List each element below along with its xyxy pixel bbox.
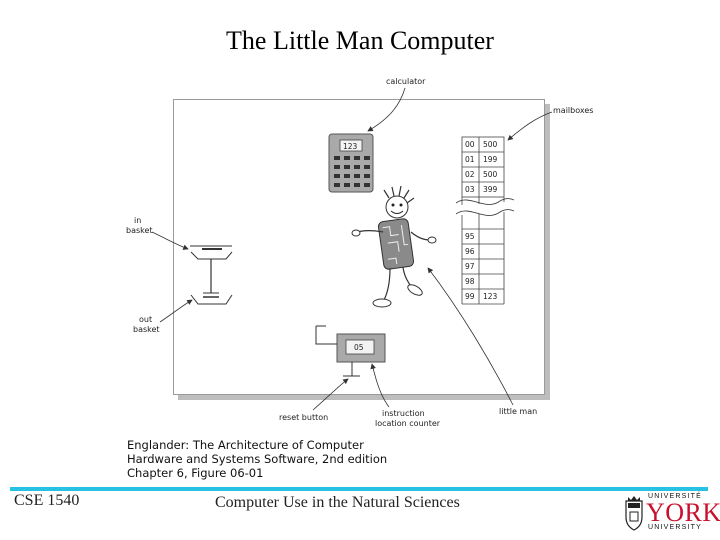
mailbox-addr: 96 xyxy=(465,247,475,256)
reset-button-arrow xyxy=(312,378,349,411)
instruction-counter-icon: 05 xyxy=(315,325,386,377)
mailboxes-label: mailboxes xyxy=(553,106,593,115)
out-basket-label-line2: basket xyxy=(133,325,160,334)
reset-button-label: reset button xyxy=(279,413,328,422)
in-basket-arrow xyxy=(151,231,189,250)
instruction-counter-label-line2: location counter xyxy=(375,419,441,428)
caption-line: Chapter 6, Figure 06-01 xyxy=(127,466,264,480)
instruction-counter-display: 05 xyxy=(354,343,364,352)
mailbox-value: 123 xyxy=(483,292,498,301)
little-man-icon xyxy=(351,185,437,308)
mailbox-addr: 00 xyxy=(465,140,475,149)
mailbox-addr: 99 xyxy=(465,292,475,301)
calculator-icon: 123 xyxy=(328,133,374,193)
out-basket-icon xyxy=(190,292,233,305)
caption-line: Hardware and Systems Software, 2nd editi… xyxy=(127,452,388,466)
mailbox-addr: 03 xyxy=(465,185,475,194)
instruction-counter-arrow xyxy=(370,363,390,408)
figure-caption: Englander: The Architecture of Computer … xyxy=(127,438,387,480)
mailbox-break-top xyxy=(455,198,515,205)
mailbox-addr: 98 xyxy=(465,277,475,286)
little-man-label: little man xyxy=(499,407,537,416)
calculator-display: 123 xyxy=(343,142,358,151)
instruction-counter-label-line1: instruction xyxy=(382,409,425,418)
footer-accent-bar xyxy=(10,487,708,491)
mailbox-value: 500 xyxy=(483,140,498,149)
york-crest-icon xyxy=(625,496,643,531)
slide-title: The Little Man Computer xyxy=(226,26,494,55)
mailbox-addr: 02 xyxy=(465,170,475,179)
out-basket-label-line1: out xyxy=(139,315,152,324)
course-code: CSE 1540 xyxy=(14,492,80,509)
mailbox-addr: 01 xyxy=(465,155,475,164)
york-logo: UNIVERSITÉ YORK UNIVERSITY xyxy=(624,493,720,533)
mailbox-value: 399 xyxy=(483,185,498,194)
little-man-arrow xyxy=(427,267,514,406)
in-basket-label-line2: basket xyxy=(126,226,153,235)
mailbox-value: 199 xyxy=(483,155,498,164)
york-logo-bottom: UNIVERSITY xyxy=(648,524,703,531)
mailbox-break-bottom xyxy=(455,209,515,216)
mailboxes-bottom: 95 96 97 98 99 123 xyxy=(461,212,505,305)
in-basket-label-line1: in xyxy=(134,216,141,225)
mailbox-addr: 97 xyxy=(465,262,475,271)
course-name: Computer Use in the Natural Sciences xyxy=(215,494,460,511)
york-logo-top: UNIVERSITÉ xyxy=(648,493,703,500)
york-logo-word: YORK xyxy=(646,498,720,527)
calculator-arrow xyxy=(367,87,406,132)
in-basket-icon xyxy=(190,245,233,293)
caption-line: Englander: The Architecture of Computer xyxy=(127,438,364,452)
calculator-label: calculator xyxy=(386,77,426,86)
mailbox-value: 500 xyxy=(483,170,498,179)
out-basket-arrow xyxy=(159,299,193,323)
mailboxes-arrow xyxy=(507,111,553,141)
mailbox-addr: 95 xyxy=(465,232,475,241)
mailboxes-top: 00 500 01 199 02 500 03 399 xyxy=(461,136,505,198)
